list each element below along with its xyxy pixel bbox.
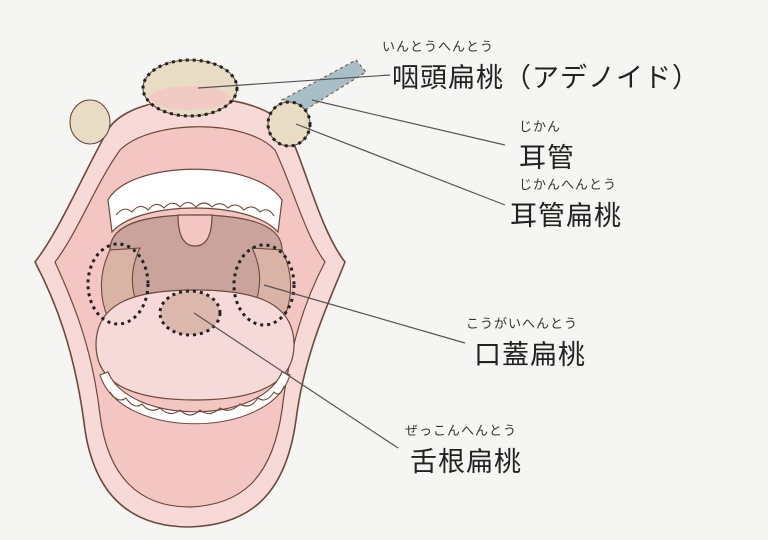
lingual-tonsil [160, 291, 220, 335]
lingual-tonsil-reading: ぜっこんへんとう [405, 424, 518, 439]
upper-teeth [107, 168, 283, 234]
left-palatine-tonsil [86, 242, 150, 326]
lingual-tonsil-label: 舌根扁桃 [410, 447, 522, 478]
tubal-tonsil-label: 耳管扁桃 [510, 201, 622, 232]
right-palatine-tonsil [232, 243, 296, 327]
tongue [95, 289, 295, 401]
leader-line-eustachian-tube [311, 99, 506, 146]
right-tubal-tonsil-dotted-outline [266, 100, 312, 148]
lingual-tonsil-dotted-outline [158, 289, 222, 337]
adenoid-dotted-outline [141, 58, 239, 118]
tubal-tonsil-reading: じかんへんとう [519, 178, 618, 193]
palatine-tonsil-reading: こうがいへんとう [466, 317, 579, 332]
adenoid-label: 咽頭扁桃（アデノイド） [392, 63, 700, 94]
eustachian-tube-reading: じかん [519, 120, 562, 135]
upper-gum [115, 201, 275, 217]
adenoid-highlight [150, 86, 230, 110]
leader-line-lingual-tonsil [193, 312, 399, 449]
uvula [177, 214, 213, 247]
eustachian-tube-label: 耳管 [519, 143, 575, 174]
adenoid-reading: いんとうへんとう [382, 40, 495, 55]
lower-gum [109, 385, 285, 416]
leader-line-palatine-tonsil [263, 284, 466, 344]
leader-line-adenoid [197, 74, 391, 89]
leader-line-tubal-tonsil [295, 123, 506, 206]
left-tubal-tonsil [69, 99, 111, 145]
palatine-tonsil-label: 口蓋扁桃 [474, 340, 586, 371]
